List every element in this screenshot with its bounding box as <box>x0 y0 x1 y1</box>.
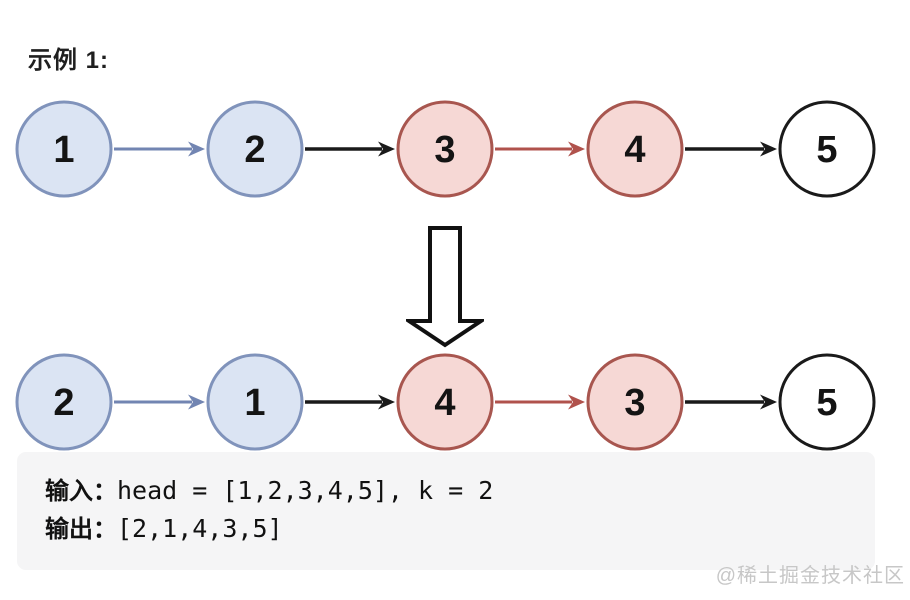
output-line: 输出：[2,1,4,3,5] <box>45 510 855 548</box>
output-label: 输出： <box>45 516 117 543</box>
list-node-label: 2 <box>244 129 265 171</box>
example-title: 示例 1: <box>28 47 110 74</box>
list-node-label: 5 <box>816 129 837 171</box>
io-box: 输入：head = [1,2,3,4,5], k = 2 输出：[2,1,4,3… <box>17 452 875 570</box>
linked-list-after: 2 1 4 3 5 <box>15 353 876 451</box>
list-node-label: 1 <box>244 382 265 424</box>
list-node-circle <box>15 353 113 451</box>
list-node-label: 2 <box>53 382 74 424</box>
list-node-label: 3 <box>434 129 455 171</box>
list-node-circle <box>778 353 876 451</box>
next-pointer-arrowhead <box>188 394 205 410</box>
list-node-circle <box>206 353 304 451</box>
next-pointer-arrowhead <box>760 141 777 157</box>
input-value: head = [1,2,3,4,5], k = 2 <box>117 476 494 505</box>
list-node-circle <box>778 100 876 198</box>
list-node-label: 3 <box>624 382 645 424</box>
transform-arrow-icon <box>406 226 484 348</box>
input-line: 输入：head = [1,2,3,4,5], k = 2 <box>45 472 855 510</box>
next-pointer-arrowhead <box>378 394 395 410</box>
next-pointer-arrowhead <box>378 141 395 157</box>
list-node-circle <box>396 100 494 198</box>
list-node-circle <box>396 353 494 451</box>
list-node-circle <box>586 100 684 198</box>
next-pointer-arrowhead <box>188 141 205 157</box>
list-node-label: 5 <box>816 382 837 424</box>
list-node-label: 4 <box>624 129 645 171</box>
input-label: 输入： <box>45 478 117 505</box>
list-node-label: 4 <box>434 382 455 424</box>
list-node-label: 1 <box>53 129 74 171</box>
list-node-circle <box>586 353 684 451</box>
transform-arrow-shape <box>406 226 484 348</box>
list-node-circle <box>206 100 304 198</box>
next-pointer-arrowhead <box>568 141 585 157</box>
linked-list-before: 1 2 3 4 5 <box>15 100 876 198</box>
output-value: [2,1,4,3,5] <box>117 514 283 543</box>
list-node-circle <box>15 100 113 198</box>
watermark: @稀土掘金技术社区 <box>715 565 905 587</box>
next-pointer-arrowhead <box>760 394 777 410</box>
next-pointer-arrowhead <box>568 394 585 410</box>
